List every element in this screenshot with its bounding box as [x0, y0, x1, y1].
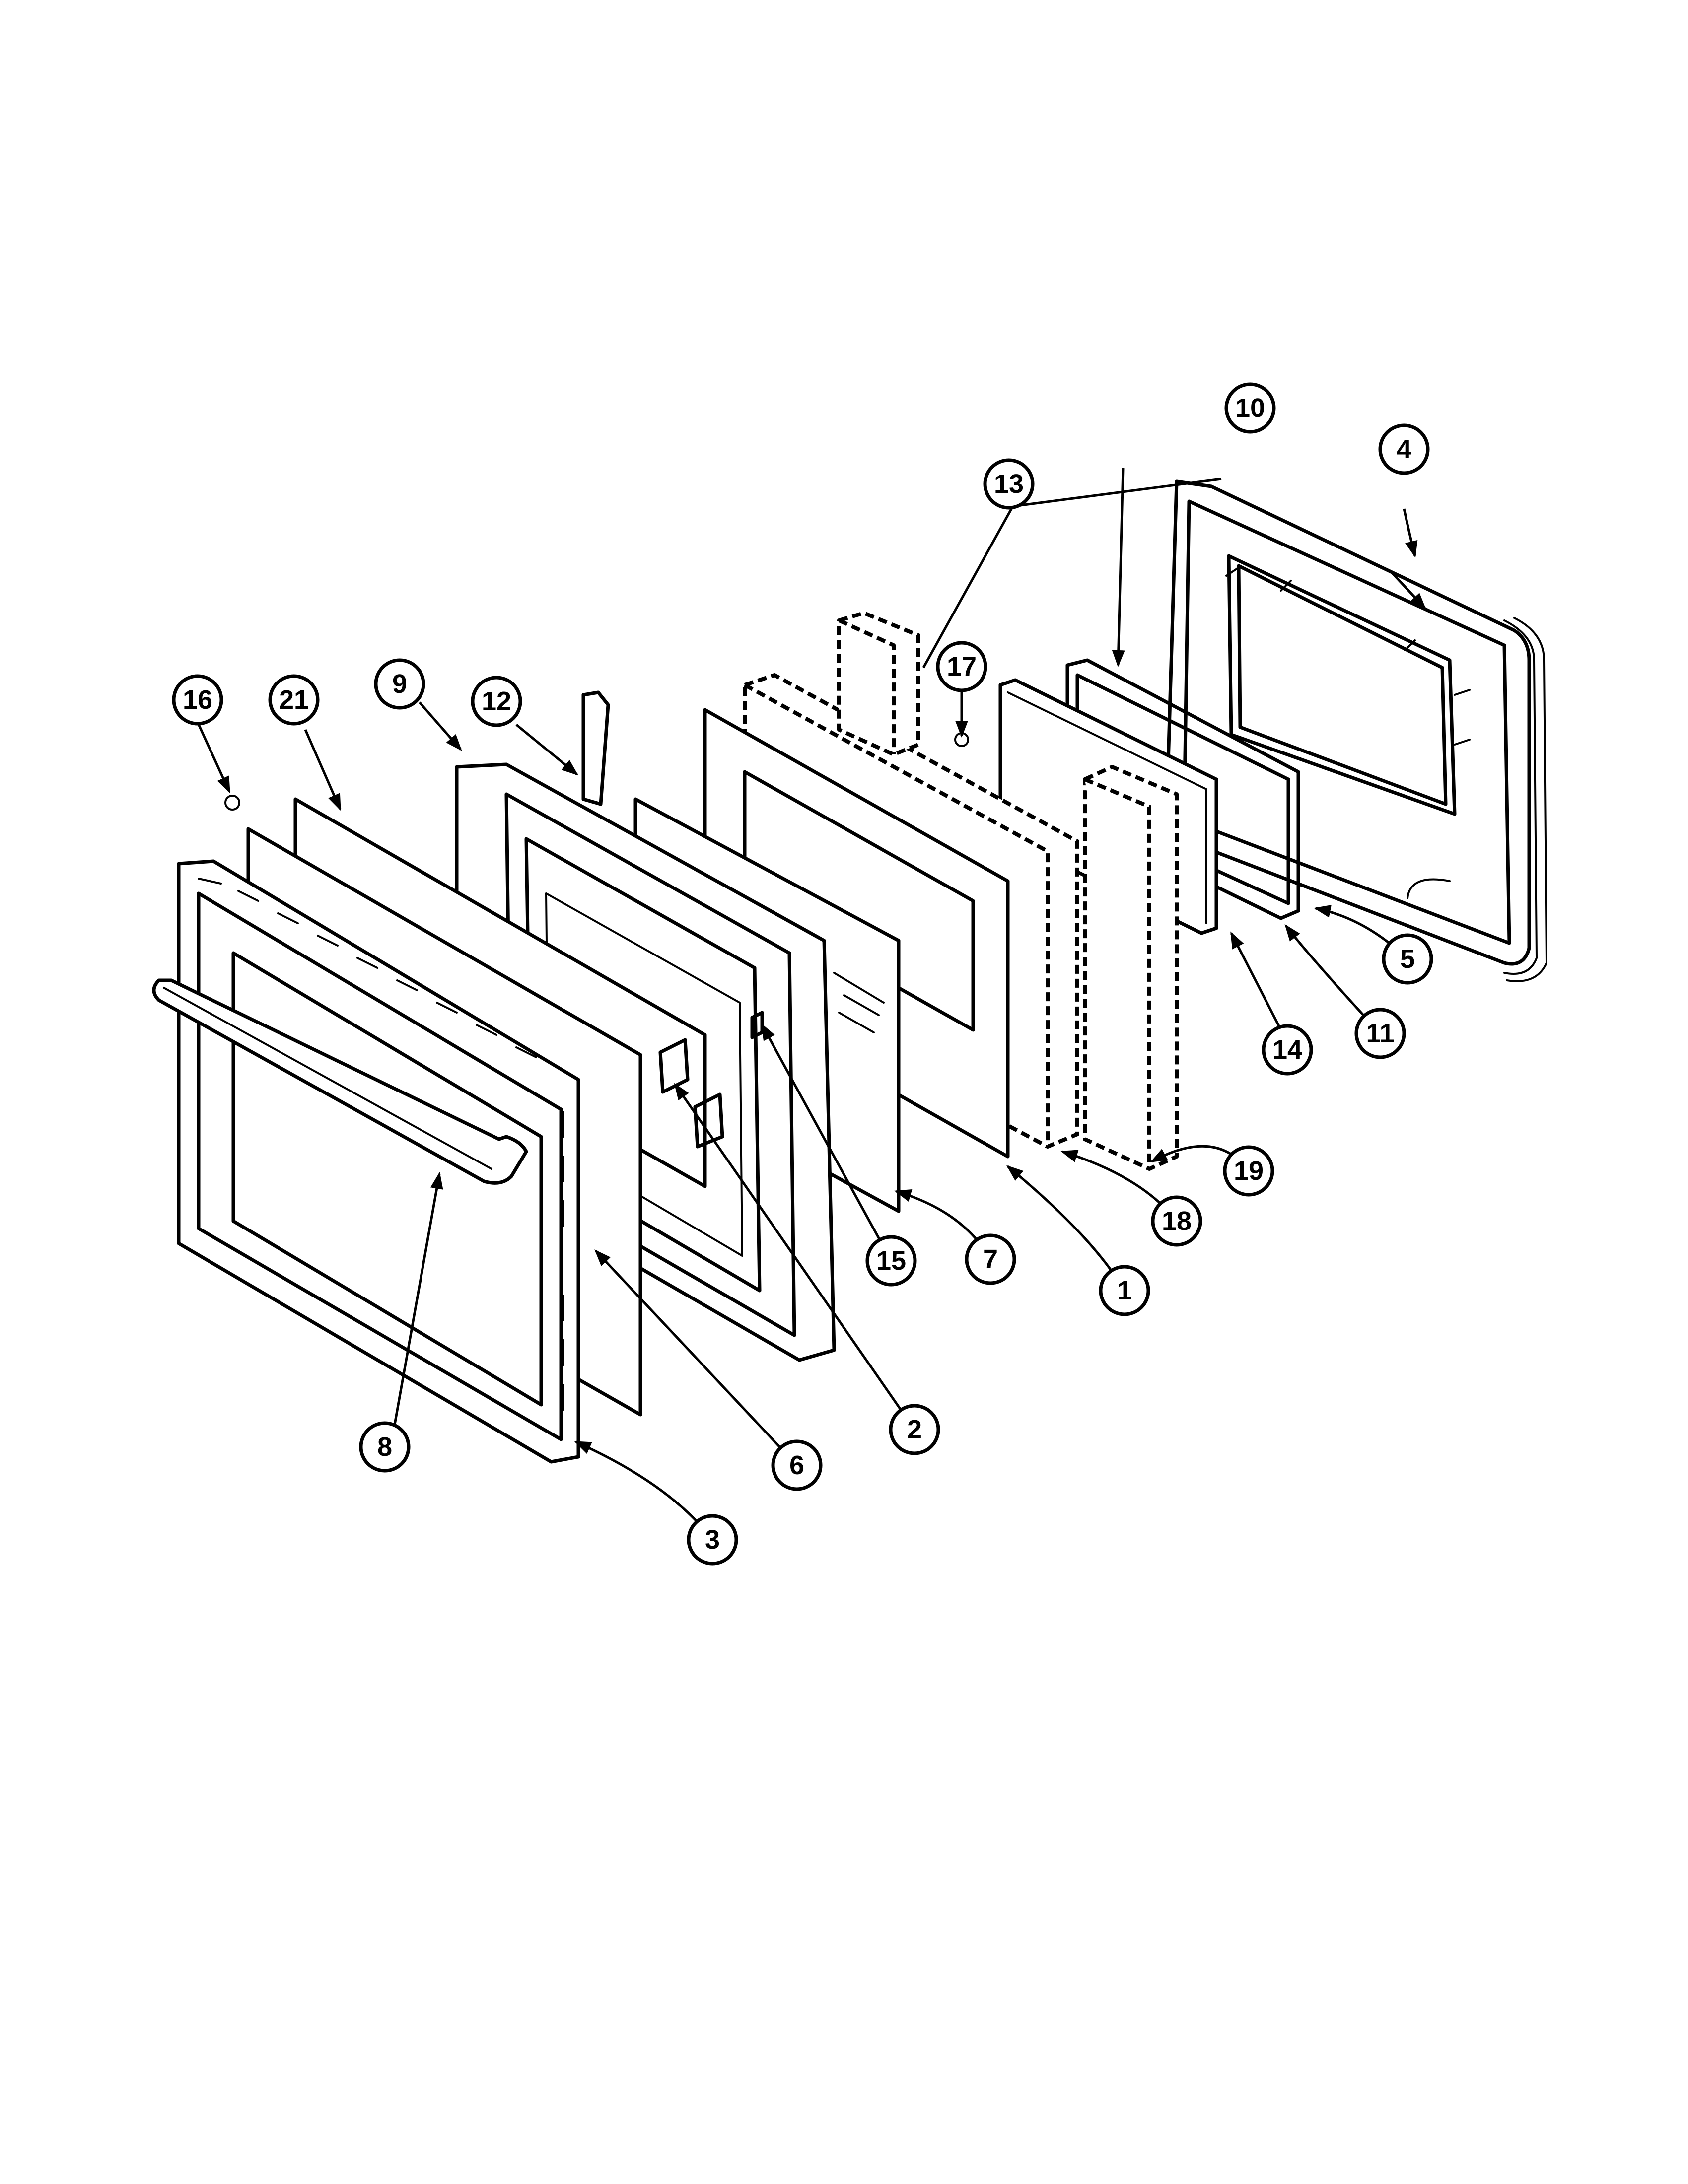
callout-12: 12: [471, 676, 522, 727]
callout-8: 8: [359, 1421, 411, 1473]
svg-text:18: 18: [1162, 1206, 1192, 1236]
callout-9: 9: [374, 658, 425, 710]
callout-5: 5: [1382, 933, 1433, 985]
svg-text:7: 7: [983, 1244, 998, 1274]
callout-15: 15: [865, 1235, 917, 1287]
svg-text:11: 11: [1366, 1019, 1394, 1048]
door-bracket: [581, 690, 610, 806]
callout-1: 1: [1099, 1265, 1150, 1316]
svg-text:10: 10: [1235, 393, 1265, 423]
svg-text:5: 5: [1400, 944, 1415, 974]
svg-text:3: 3: [705, 1525, 720, 1555]
callout-13: 13: [983, 458, 1035, 510]
svg-text:14: 14: [1272, 1035, 1302, 1065]
svg-text:9: 9: [392, 669, 407, 699]
outer-door-frame: [177, 859, 580, 1464]
svg-text:17: 17: [947, 652, 977, 682]
svg-text:16: 16: [183, 685, 212, 715]
insulation-block-right: [1083, 765, 1179, 1171]
callout-14: 14: [1262, 1024, 1313, 1076]
callout-16: 16: [172, 674, 223, 726]
callout-11: 11: [1354, 1008, 1406, 1059]
callout-17: 17: [936, 641, 987, 692]
svg-text:4: 4: [1397, 434, 1411, 464]
callout-10: 10: [1224, 382, 1276, 434]
callout-4: 4: [1378, 423, 1430, 475]
svg-text:12: 12: [482, 686, 511, 716]
insulation-strip: [837, 611, 920, 756]
callout-6: 6: [771, 1439, 823, 1491]
callout-7: 7: [965, 1233, 1016, 1285]
callout-2: 2: [889, 1404, 940, 1455]
door-handle: [152, 978, 528, 1185]
svg-text:1: 1: [1117, 1276, 1132, 1305]
callout-21: 21: [268, 674, 320, 726]
svg-text:13: 13: [994, 469, 1024, 499]
svg-text:6: 6: [789, 1450, 804, 1480]
callout-18: 18: [1151, 1195, 1202, 1247]
svg-text:19: 19: [1234, 1156, 1264, 1186]
callout-3: 3: [687, 1514, 738, 1566]
svg-text:15: 15: [876, 1246, 906, 1276]
inner-door-liner: [1165, 479, 1547, 982]
svg-text:8: 8: [377, 1432, 392, 1462]
callout-19: 19: [1223, 1145, 1274, 1197]
svg-text:2: 2: [907, 1415, 922, 1444]
svg-text:21: 21: [279, 685, 309, 715]
